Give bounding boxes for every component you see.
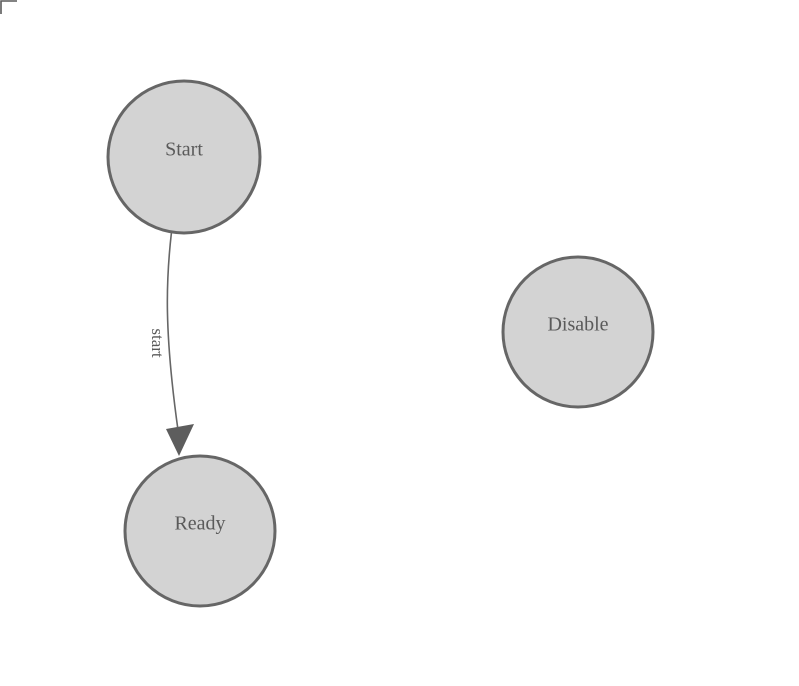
edge-start-to-ready[interactable]: start — [148, 231, 194, 456]
node-start[interactable]: Start — [106, 79, 262, 235]
node-start-circle[interactable] — [106, 79, 262, 235]
edge-label-start: start — [148, 328, 167, 358]
node-ready[interactable]: Ready — [123, 454, 277, 608]
node-disable[interactable]: Disable — [501, 255, 655, 409]
node-start-label: Start — [165, 139, 203, 161]
node-disable-label: Disable — [547, 314, 608, 336]
node-disable-circle[interactable] — [501, 255, 655, 409]
node-ready-circle[interactable] — [123, 454, 277, 608]
arrowhead-icon — [166, 424, 194, 456]
top-left-corner-mark — [0, 0, 17, 14]
edge-path-start-to-ready — [166, 231, 179, 431]
node-ready-label: Ready — [174, 513, 225, 535]
